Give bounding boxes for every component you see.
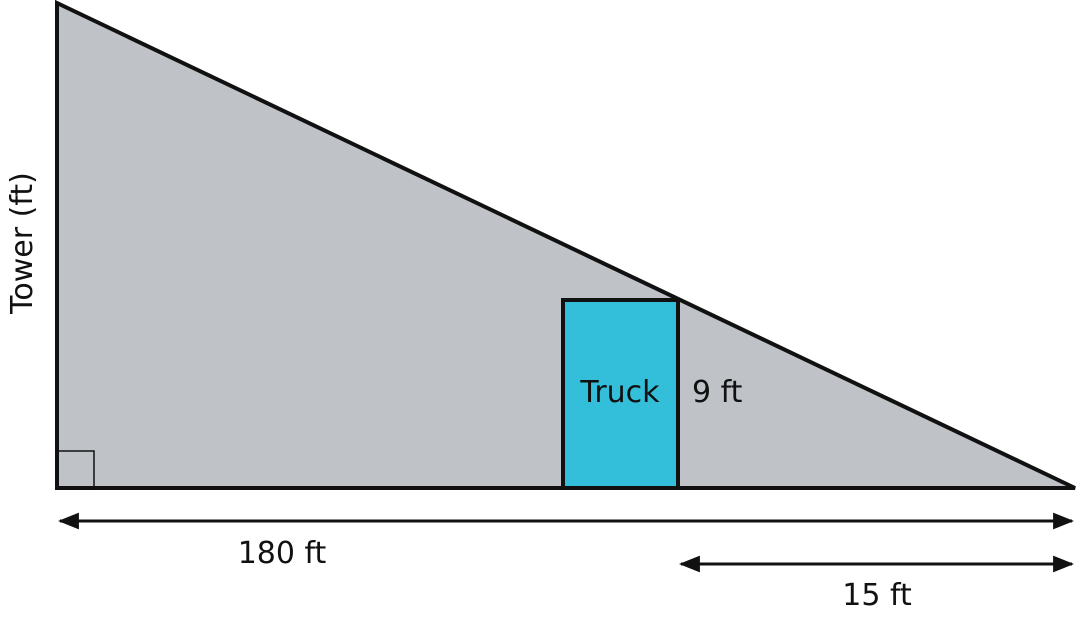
truck-rectangle	[561, 298, 680, 490]
tower-label: Tower (ft)	[5, 172, 40, 315]
truck-height-label: 9 ft	[692, 375, 743, 410]
total-distance-label: 180 ft	[238, 536, 327, 571]
truck-label: Truck	[579, 375, 660, 410]
truck-distance-label: 15 ft	[842, 578, 912, 613]
right-angle-marker	[56, 450, 95, 489]
